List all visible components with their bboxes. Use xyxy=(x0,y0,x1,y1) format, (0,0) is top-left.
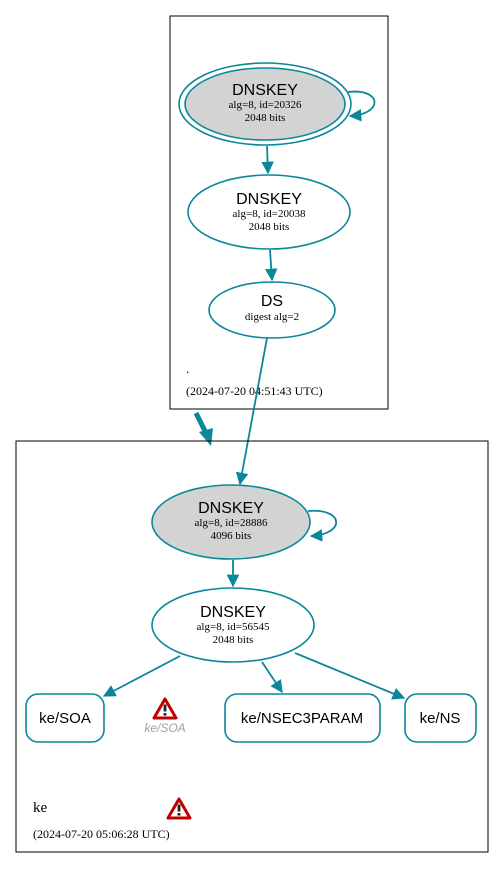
root-zsk-to-ds-edge xyxy=(264,249,278,282)
ke-zone-cluster: ke (2024-07-20 05:06:28 UTC) xyxy=(15,440,489,853)
root-ksk-node[interactable]: DNSKEY alg=8, id=20326 2048 bits xyxy=(178,62,352,146)
ke-ksk-type: DNSKEY xyxy=(198,500,264,517)
rrset-soa-label: ke/SOA xyxy=(39,710,91,727)
ke-zone-timestamp: (2024-07-20 05:06:28 UTC) xyxy=(33,827,170,841)
ke-ksk-self-edge xyxy=(307,510,338,542)
ke-zsk-node[interactable]: DNSKEY alg=8, id=56545 2048 bits xyxy=(151,587,315,663)
ke-ksk-node[interactable]: DNSKEY alg=8, id=28886 4096 bits xyxy=(151,484,311,560)
delegation-arrowhead xyxy=(199,428,213,446)
missing-soa-label: ke/SOA xyxy=(144,721,185,735)
root-ksk-to-zsk-edge xyxy=(261,145,274,175)
rrset-nsec3param-label: ke/NSEC3PARAM xyxy=(241,710,363,727)
ke-zsk-id: alg=8, id=56545 xyxy=(197,621,270,633)
zone-warning-icon[interactable] xyxy=(166,797,192,820)
root-ksk-type: DNSKEY xyxy=(232,82,298,99)
warning-triangle-icon xyxy=(152,697,178,720)
root-ksk-bits: 2048 bits xyxy=(245,112,286,124)
rrset-soa-node[interactable]: ke/SOA xyxy=(25,693,105,743)
ds-node[interactable]: DS digest alg=2 xyxy=(208,281,336,339)
ke-zsk-type: DNSKEY xyxy=(200,604,266,621)
ds-digest: digest alg=2 xyxy=(245,311,299,323)
ds-to-ke-ksk-edge xyxy=(235,337,268,486)
root-zone-timestamp: (2024-07-20 04:51:43 UTC) xyxy=(186,384,323,398)
root-zone-name: . xyxy=(186,361,189,376)
zsk-to-ns-edge xyxy=(294,652,406,700)
root-zone-border xyxy=(169,15,389,410)
ke-zone-name: ke xyxy=(33,800,48,816)
ds-type: DS xyxy=(261,293,283,310)
root-zsk-bits: 2048 bits xyxy=(249,221,290,233)
root-ksk-id: alg=8, id=20326 xyxy=(229,99,302,111)
zsk-to-soa-edge xyxy=(102,655,181,697)
root-ksk-self-edge xyxy=(347,90,376,122)
ke-ksk-bits: 4096 bits xyxy=(211,530,252,542)
zsk-to-nsec3param-edge xyxy=(261,661,283,694)
missing-soa-warning[interactable]: ke/SOA xyxy=(144,697,186,735)
rrset-ns-label: ke/NS xyxy=(420,710,461,727)
rrset-ns-node[interactable]: ke/NS xyxy=(404,693,477,743)
delegation-edge xyxy=(193,411,209,435)
rrset-nsec3param-node[interactable]: ke/NSEC3PARAM xyxy=(224,693,381,743)
root-zone-cluster: . (2024-07-20 04:51:43 UTC) xyxy=(169,15,389,410)
root-zsk-type: DNSKEY xyxy=(236,191,302,208)
root-zsk-id: alg=8, id=20038 xyxy=(233,208,306,220)
ke-zsk-bits: 2048 bits xyxy=(213,634,254,646)
root-zsk-node[interactable]: DNSKEY alg=8, id=20038 2048 bits xyxy=(187,174,351,250)
ke-ksk-id: alg=8, id=28886 xyxy=(195,517,268,529)
ke-zone-border xyxy=(15,440,489,853)
